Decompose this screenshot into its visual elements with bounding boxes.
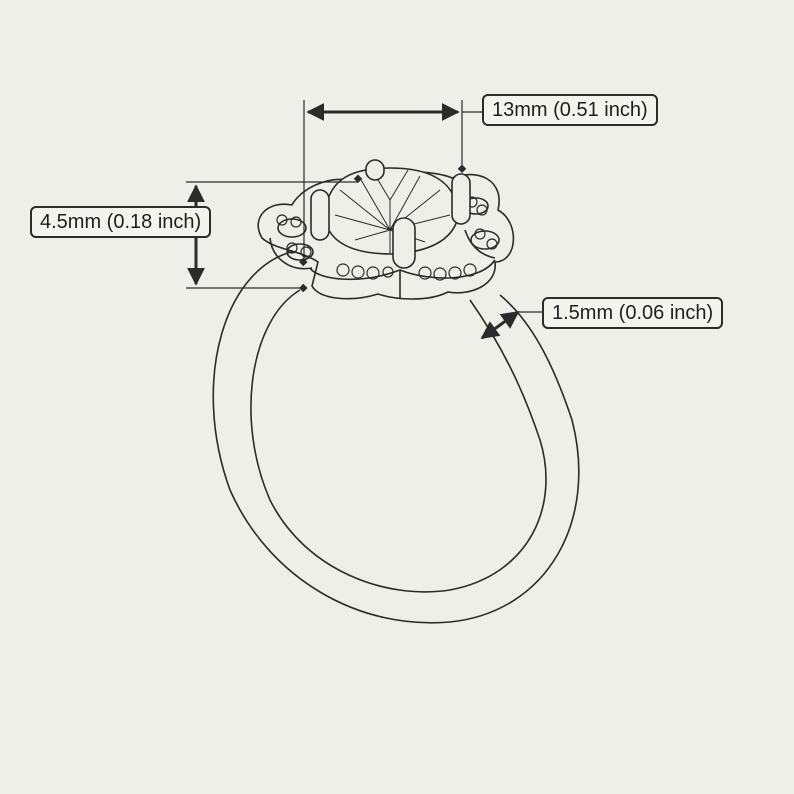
head-width-label: 13mm (0.51 inch) [482,94,658,126]
ring-band [212,249,580,624]
prongs [310,159,471,269]
band-width-label: 1.5mm (0.06 inch) [542,297,724,329]
center-stone [324,167,459,255]
head-height-label: 4.5mm (0.18 inch) [30,206,212,238]
dimension-band-width [480,310,542,340]
dimension-head-width [303,100,482,262]
pave-stones [276,196,498,281]
